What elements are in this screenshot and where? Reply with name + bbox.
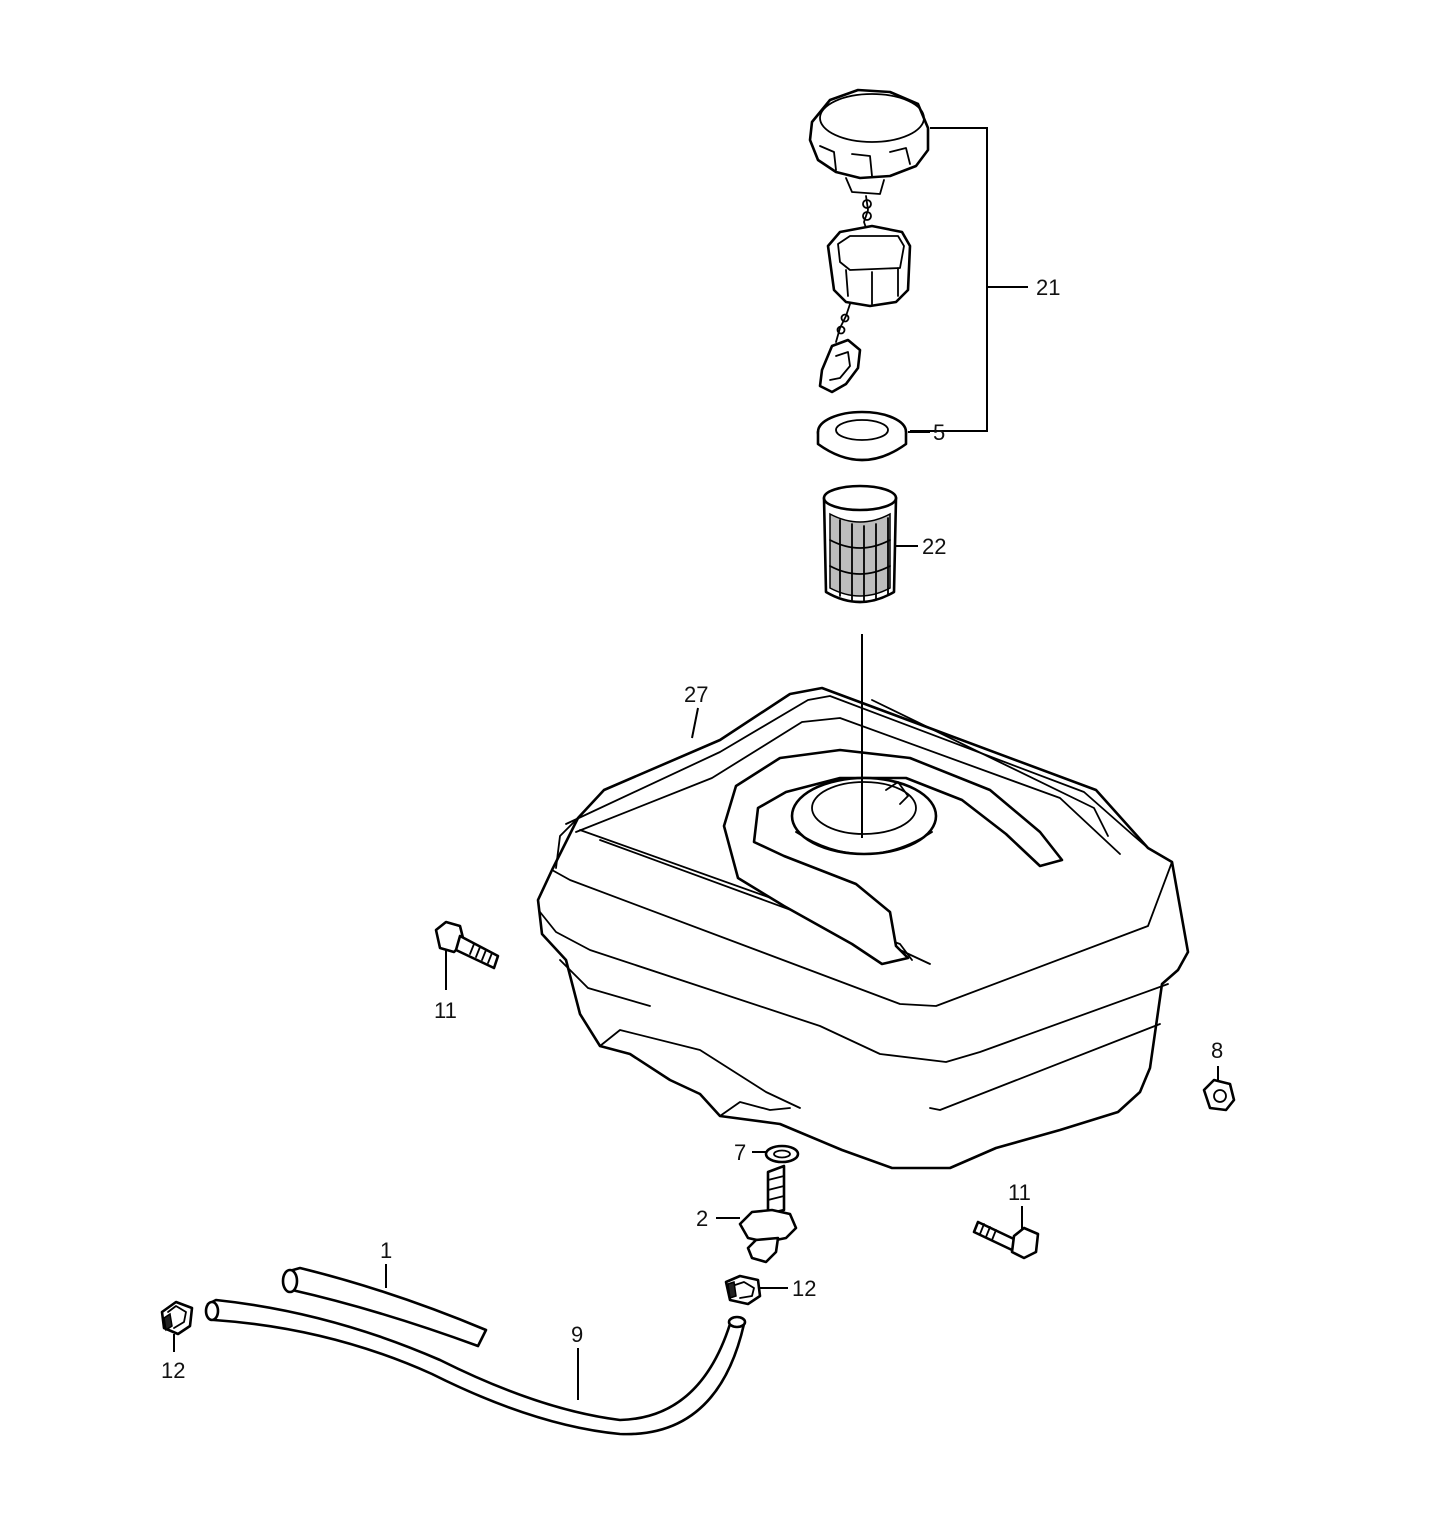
leader-lines: [173, 127, 1219, 1400]
callout-12: 12: [161, 1358, 185, 1383]
hose-clamp-icon[interactable]: [160, 1300, 194, 1336]
hose-icon[interactable]: [281, 1266, 488, 1348]
callout-7: 7: [734, 1140, 746, 1165]
nut-icon[interactable]: [1202, 1078, 1236, 1112]
callout-12: 12: [792, 1276, 816, 1301]
hose-icon[interactable]: [204, 1298, 747, 1436]
callout-8: 8: [1211, 1038, 1223, 1063]
callout-11: 11: [434, 998, 457, 1023]
callout-2: 2: [696, 1206, 708, 1231]
cap-chain-icon: [818, 195, 912, 394]
callout-1: 1: [380, 1238, 392, 1263]
fuel-tank-icon[interactable]: [536, 686, 1190, 1170]
callout-21: 21: [1036, 275, 1060, 300]
strainer-icon[interactable]: [822, 484, 898, 604]
callout-22: 22: [922, 534, 946, 559]
callout-5: 5: [933, 420, 945, 445]
callout-11: 11: [1008, 1180, 1031, 1205]
fuel-cock-icon[interactable]: [738, 1164, 798, 1264]
washer-icon[interactable]: [764, 1144, 800, 1164]
gasket-icon[interactable]: [816, 410, 908, 462]
bolt-icon[interactable]: [434, 920, 500, 970]
hose-clamp-icon[interactable]: [724, 1274, 762, 1306]
bolt-icon[interactable]: [972, 1220, 1040, 1260]
callout-labels: 21 5 22 27 11 8 7 2 11 1 12 9 12: [161, 275, 1223, 1383]
callout-27: 27: [684, 682, 708, 707]
fuel-cap-icon[interactable]: [808, 88, 930, 195]
callout-9: 9: [571, 1322, 583, 1347]
